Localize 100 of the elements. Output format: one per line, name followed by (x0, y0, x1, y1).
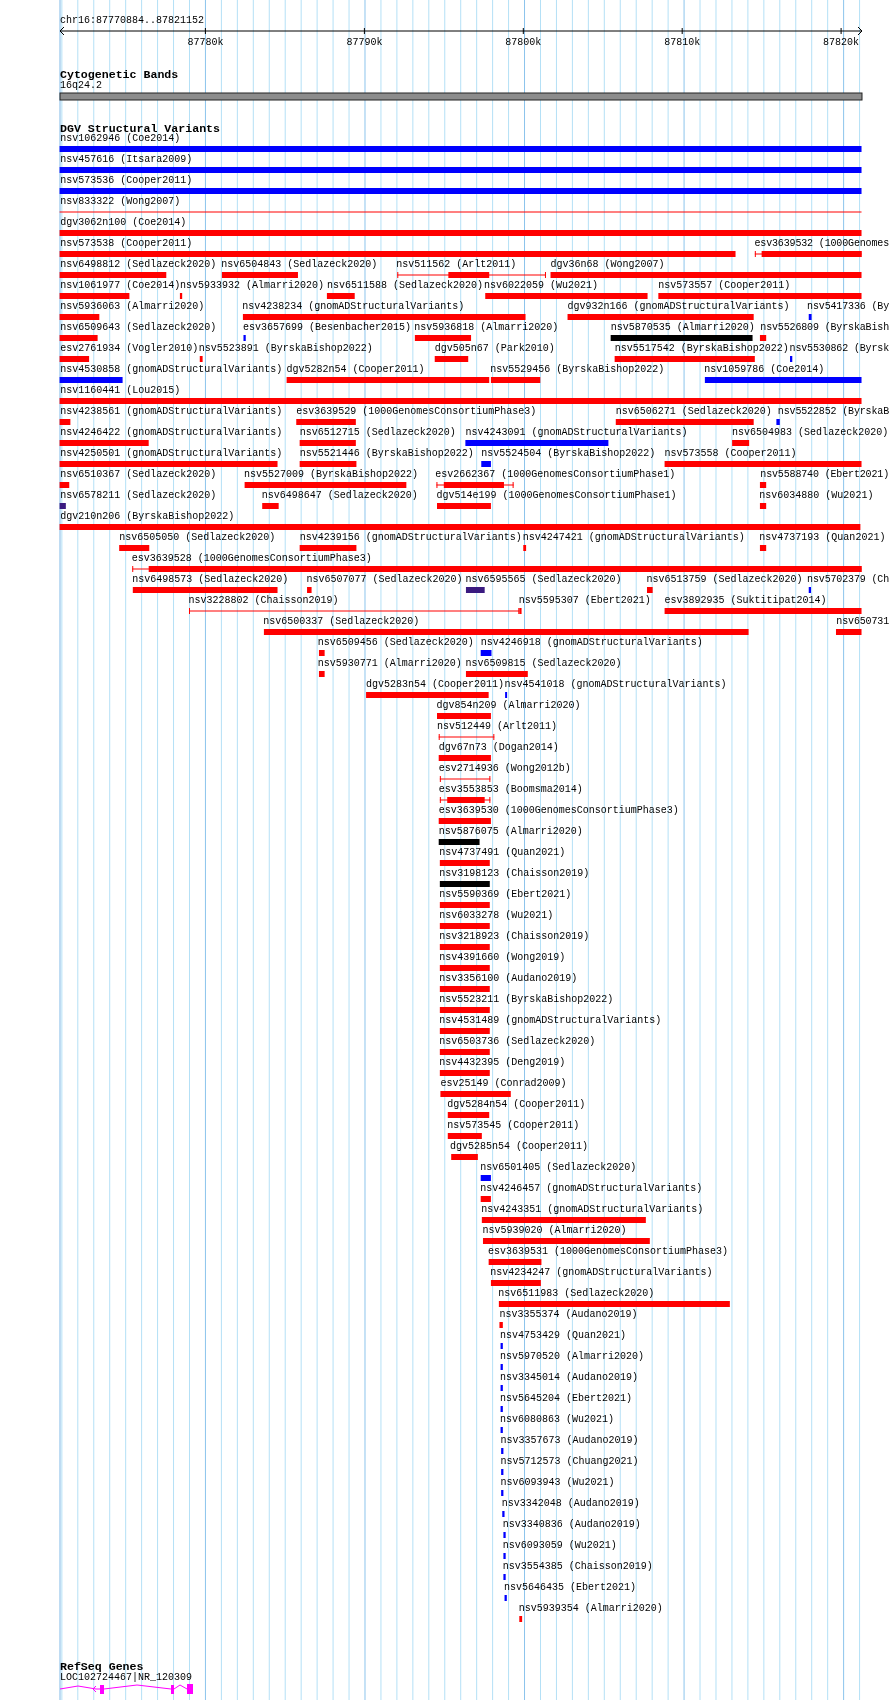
variant-label: nsv6512715 (Sedlazeck2020) (299, 427, 456, 439)
variant-label: esv25149 (Conrad2009) (440, 1078, 567, 1090)
variant-label: nsv5939020 (Almarri2020) (482, 1225, 627, 1237)
variant-label: nsv457616 (Itsara2009) (60, 154, 193, 166)
variant-label: nsv833322 (Wong2007) (60, 196, 181, 208)
variant-label: nsv573536 (Cooper2011) (60, 175, 193, 187)
variant-label: esv3639530 (1000GenomesConsortiumPhase3) (438, 805, 679, 817)
variant-label: dgv514e199 (1000GenomesConsortiumPhase1) (436, 490, 677, 502)
variant-label: nsv573545 (Cooper2011) (447, 1120, 580, 1132)
variant-label: nsv4250501 (gnomADStructuralVariants) (60, 448, 283, 460)
variant-label: nsv573557 (Cooper2011) (658, 280, 791, 292)
variant-label: esv3639528 (1000GenomesConsortiumPhase3) (131, 553, 372, 565)
variant-label: dgv67n73 (Dogan2014) (438, 742, 559, 754)
variant-label: nsv6080863 (Wu2021) (500, 1414, 615, 1426)
variant-label: nsv5529456 (ByrskaBishop2022) (490, 364, 665, 376)
variant-label: nsv4531489 (gnomADStructuralVariants) (439, 1015, 662, 1027)
variant-label: nsv6505050 (Sedlazeck2020) (119, 532, 276, 544)
variant-label: nsv3218923 (Chaisson2019) (439, 931, 590, 943)
tick-label: 87820k (823, 36, 860, 49)
variant-label: dgv210n206 (ByrskaBishop2022) (60, 511, 235, 523)
variant-label: dgv5282n54 (Cooper2011) (286, 364, 425, 376)
variant-label: nsv6509643 (Sedlazeck2020) (60, 322, 217, 334)
variant-label: esv3892935 (Suktitipat2014) (664, 595, 827, 607)
tick-label: 87810k (664, 36, 701, 49)
variant-label: nsv6578211 (Sedlazeck2020) (60, 490, 217, 502)
variant-label: nsv5524504 (ByrskaBishop2022) (481, 448, 656, 460)
variant-label: nsv4234247 (gnomADStructuralVariants) (490, 1267, 713, 1279)
variant-label: nsv512449 (Arlt2011) (437, 721, 558, 733)
variant-label: nsv5523211 (ByrskaBishop2022) (439, 994, 614, 1006)
variant-label: nsv4246457 (gnomADStructuralVariants) (480, 1183, 703, 1195)
variant-label: nsv1059786 (Coe2014) (704, 364, 825, 376)
variant-label: esv3657699 (Besenbacher2015) (242, 322, 411, 334)
variant-label: nsv5870535 (Almarri2020) (610, 322, 755, 334)
variant-label: nsv5522852 (ByrskaB (777, 406, 889, 418)
variant-label: nsv4239156 (gnomADStructuralVariants) (299, 532, 522, 544)
variant-label: nsv4243351 (gnomADStructuralVariants) (481, 1204, 704, 1216)
variant-label: nsv5521446 (ByrskaBishop2022) (299, 448, 474, 460)
variant-label: nsv6504983 (Sedlazeck2020) (732, 427, 889, 439)
variant-label: nsv4238561 (gnomADStructuralVariants) (60, 406, 283, 418)
variant-label: nsv6498647 (Sedlazeck2020) (261, 490, 418, 502)
tick-label: 87800k (505, 36, 542, 49)
variant-label: nsv6503736 (Sedlazeck2020) (439, 1036, 596, 1048)
variant-label: nsv6498573 (Sedlazeck2020) (132, 574, 289, 586)
variant-label: nsv6511588 (Sedlazeck2020) (326, 280, 483, 292)
variant-label: dgv5285n54 (Cooper2011) (450, 1141, 589, 1153)
variant-label: nsv5939354 (Almarri2020) (518, 1603, 663, 1615)
variant-label: nsv6501405 (Sedlazeck2020) (480, 1162, 637, 1174)
variant-label: nsv573538 (Cooper2011) (60, 238, 193, 250)
variant-label: nsv6595565 (Sedlazeck2020) (465, 574, 622, 586)
variant-label: nsv3340836 (Audano2019) (502, 1519, 641, 1531)
region-label: chr16:87770884..87821152 (60, 15, 205, 27)
variant-label: dgv5284n54 (Cooper2011) (447, 1099, 586, 1111)
variant-label: nsv3357673 (Audano2019) (500, 1435, 639, 1447)
variant-label: nsv6034880 (Wu2021) (759, 490, 874, 502)
variant-label: nsv1062946 (Coe2014) (60, 133, 181, 145)
variant-label: nsv6033278 (Wu2021) (439, 910, 554, 922)
variant-label: nsv6509815 (Sedlazeck2020) (465, 658, 622, 670)
variant-label: nsv6093943 (Wu2021) (500, 1477, 615, 1489)
variant-label: nsv3355374 (Audano2019) (499, 1309, 638, 1321)
variant-label: nsv4247421 (gnomADStructuralVariants) (522, 532, 745, 544)
variant-label: nsv5936818 (Almarri2020) (414, 322, 559, 334)
variant-label: nsv5970520 (Almarri2020) (500, 1351, 645, 1363)
variant-label: nsv5876075 (Almarri2020) (438, 826, 583, 838)
variant-label: esv3639529 (1000GenomesConsortiumPhase3) (296, 406, 537, 418)
variant-label: nsv4243091 (gnomADStructuralVariants) (465, 427, 688, 439)
variant-label: nsv6093059 (Wu2021) (502, 1540, 617, 1552)
variant-label: nsv6506271 (Sedlazeck2020) (615, 406, 772, 418)
variant-label: nsv3228802 (Chaisson2019) (188, 595, 339, 607)
track-title: Cytogenetic Bands (60, 67, 179, 81)
variant-label: nsv3356100 (Audano2019) (439, 973, 578, 985)
variant-label: nsv4432395 (Deng2019) (439, 1057, 566, 1069)
variant-label: esv3553853 (Boomsma2014) (438, 784, 583, 796)
variant-label: esv3639531 (1000GenomesConsortiumPhase3) (488, 1246, 729, 1258)
variant-label: nsv4530858 (gnomADStructuralVariants) (60, 364, 283, 376)
variant-label: nsv4238234 (gnomADStructuralVariants) (242, 301, 465, 313)
variant-label: nsv5417336 (By (807, 301, 889, 313)
variant-label: nsv4753429 (Quan2021) (500, 1330, 627, 1342)
tick-label: 87780k (187, 36, 224, 49)
variant-label: nsv5712573 (Chuang2021) (500, 1456, 639, 1468)
variant-label: nsv5517542 (ByrskaBishop2022) (614, 343, 789, 355)
variant-label: nsv5590369 (Ebert2021) (439, 889, 572, 901)
variant-label: nsv3198123 (Chaisson2019) (439, 868, 590, 880)
variant-label: nsv3342048 (Audano2019) (501, 1498, 640, 1510)
variant-label: nsv573558 (Cooper2011) (664, 448, 797, 460)
variant-label: esv2662367 (1000GenomesConsortiumPhase1) (435, 469, 676, 481)
variant-label: dgv932n166 (gnomADStructuralVariants) (567, 301, 790, 313)
variant-label: nsv6498812 (Sedlazeck2020) (60, 259, 217, 271)
track-title: RefSeq Genes (60, 1659, 144, 1673)
variant-label: nsv1160441 (Lou2015) (60, 385, 181, 397)
gene-label: LOC102724467|NR_120309 (60, 1671, 193, 1684)
variant-label: esv2761934 (Vogler2010) (60, 343, 199, 355)
variant-label: nsv4737193 (Quan2021) (759, 532, 886, 544)
variant-label: nsv3345014 (Audano2019) (500, 1372, 639, 1384)
variant-label: dgv854n209 (Almarri2020) (436, 700, 581, 712)
variant-label: nsv5527009 (ByrskaBishop2022) (244, 469, 419, 481)
variant-label: nsv6504843 (Sedlazeck2020) (221, 259, 378, 271)
variant-label: nsv5595307 (Ebert2021) (518, 595, 651, 607)
variant-label: nsv4737491 (Quan2021) (439, 847, 566, 859)
variant-label: nsv5588740 (Ebert2021) (760, 469, 890, 481)
variant-label: dgv36n68 (Wong2007) (550, 259, 665, 271)
